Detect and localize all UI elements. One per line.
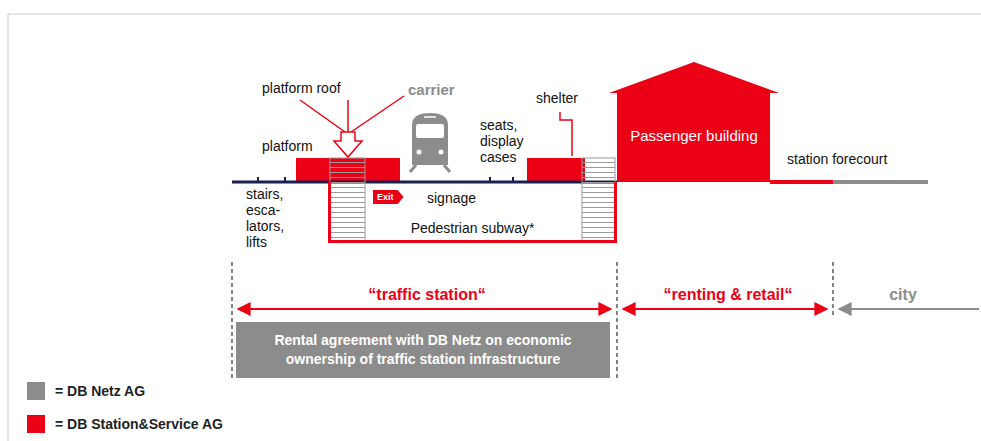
node-text: Passenger building [630, 126, 758, 146]
platform-block [527, 158, 585, 182]
part-label: shelter [536, 90, 578, 106]
frame-line [8, 14, 981, 441]
leader-lines [300, 96, 404, 132]
stair-pillar [582, 158, 615, 242]
range-arrow [623, 308, 827, 310]
part-label: platform roof [262, 80, 341, 96]
part-label: platform [262, 138, 313, 154]
part-label: city [886, 286, 920, 304]
agreement-box: Rental agreement with DB Netz on economi… [236, 322, 610, 378]
part-label: stairs, esca- lators, lifts [246, 186, 300, 250]
legend-item: = DB Netz AG [27, 382, 145, 400]
dashed-separator [232, 262, 833, 380]
forecourt-line [770, 180, 833, 184]
part-label: “traffic station“ [365, 286, 488, 304]
node-text: Rental agreement with DB Netz on economi… [250, 331, 596, 369]
part-label: station forecourt [787, 151, 887, 167]
node-text: Exit [377, 192, 394, 202]
track-line [232, 181, 617, 184]
train-icon [410, 113, 450, 172]
legend-text: = DB Netz AG [55, 383, 145, 399]
range-arrow [839, 308, 979, 310]
node-text: Pedestrian subway* [411, 220, 535, 236]
range-arrow [238, 308, 611, 310]
legend-swatch [27, 382, 45, 400]
part-label: “renting & retail“ [661, 286, 796, 304]
part-label: carrier [408, 81, 455, 98]
part-label: signage [427, 190, 476, 206]
legend-item: = DB Station&Service AG [27, 415, 223, 433]
house-shape [609, 62, 779, 182]
exit-sign: Exit [373, 190, 404, 204]
legend-swatch [27, 415, 45, 433]
legend-text: = DB Station&Service AG [55, 416, 223, 432]
passenger-building: Passenger building [609, 62, 779, 182]
roof-arrow [334, 132, 362, 157]
part-label: seats, display cases [480, 117, 538, 165]
shelter-bracket [560, 112, 572, 156]
stair-pillar [330, 158, 365, 242]
city-ground-line [833, 180, 928, 184]
